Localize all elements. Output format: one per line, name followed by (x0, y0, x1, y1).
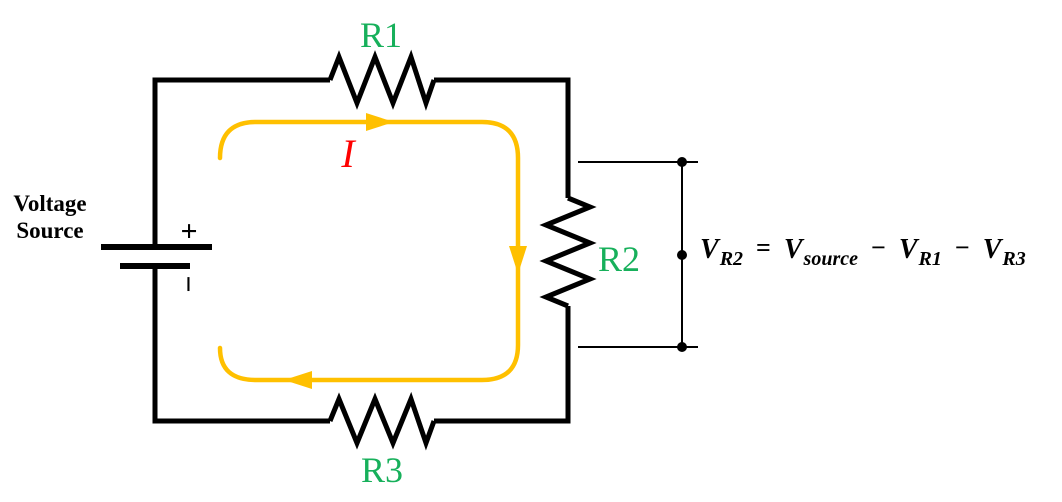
bracket-dot-middle (677, 250, 687, 260)
resistor-r3 (327, 391, 437, 451)
formula-minus-2: − (954, 233, 970, 262)
wire-left-and-top (152, 77, 330, 246)
current-arrow-down-icon (509, 246, 527, 274)
formula-source-v: V (783, 234, 803, 265)
bracket-dot-bottom (677, 342, 687, 352)
battery-minus-label: − (172, 275, 205, 292)
wire-bottom-left (152, 266, 330, 424)
formula-minus-1: − (871, 233, 886, 262)
current-label: I (340, 131, 356, 176)
formula-r3-v: V (982, 234, 1002, 265)
battery-plus-label: + (180, 215, 197, 248)
formula-r1-sub: R1 (918, 248, 942, 270)
formula-lhs-sub: R2 (719, 248, 744, 270)
current-arrow-right-icon (366, 113, 394, 131)
bracket-dot-top (677, 157, 687, 167)
current-arrow-left-icon (284, 371, 312, 389)
resistor-r1 (327, 49, 437, 111)
wire-right-bottom (434, 306, 571, 424)
formula-r1-v: V (898, 234, 918, 265)
voltage-source-label-line1: Voltage (13, 191, 86, 216)
formula-r3-sub: R3 (1002, 248, 1026, 270)
formula-equals: = (756, 233, 771, 262)
voltage-source-label-line2: Source (16, 218, 83, 243)
resistor-r3-label: R3 (361, 450, 403, 490)
resistor-r2-label: R2 (598, 239, 640, 279)
current-loop (217, 119, 521, 383)
formula-source-sub: source (803, 248, 858, 270)
resistor-r1-label: R1 (360, 15, 402, 55)
resistor-r2 (539, 195, 597, 309)
formula-lhs-v: V (700, 234, 719, 265)
wire-top-right (434, 77, 571, 198)
